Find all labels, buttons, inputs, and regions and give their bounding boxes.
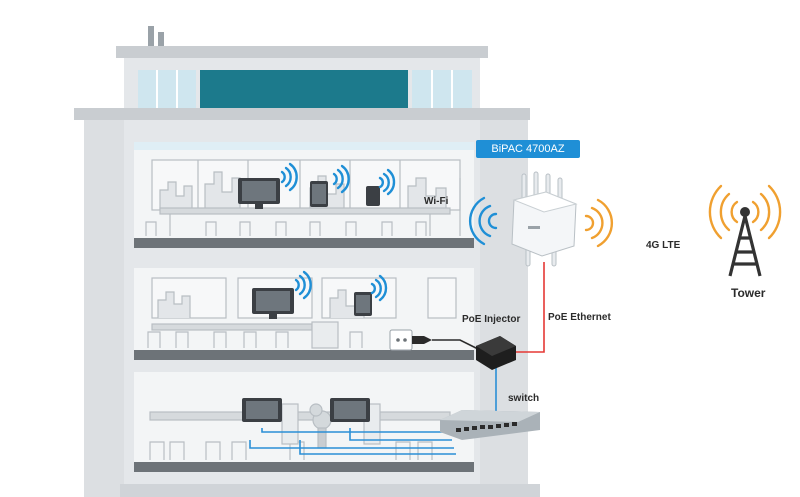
router-icon (511, 171, 578, 267)
poe-injector-label: PoE Injector (462, 314, 521, 325)
lte-label: 4G LTE (646, 240, 681, 251)
ground-floor-devices (242, 398, 370, 422)
tower-icon (708, 184, 782, 277)
poe-injector-icon (476, 336, 516, 370)
poe-ethernet-label: PoE Ethernet (548, 312, 611, 323)
ground-floor-office (149, 403, 451, 460)
power-outlet-icon (389, 329, 413, 351)
poe-ethernet-cable (510, 262, 545, 353)
wifi-label: Wi-Fi (424, 196, 449, 207)
switch-label: switch (508, 393, 540, 404)
device-label: BiPAC 4700AZ (476, 140, 580, 158)
tower-label: Tower (731, 286, 766, 300)
top-floor-office (145, 159, 461, 236)
switch-icon (440, 410, 540, 440)
middle-floor-devices (252, 288, 432, 351)
cables (249, 262, 545, 455)
tablet-icon (366, 186, 380, 206)
wifi-icon (280, 162, 498, 302)
middle-floor-office (147, 277, 457, 349)
lte-signal-icon (584, 198, 614, 248)
top-floor-devices (238, 178, 380, 209)
